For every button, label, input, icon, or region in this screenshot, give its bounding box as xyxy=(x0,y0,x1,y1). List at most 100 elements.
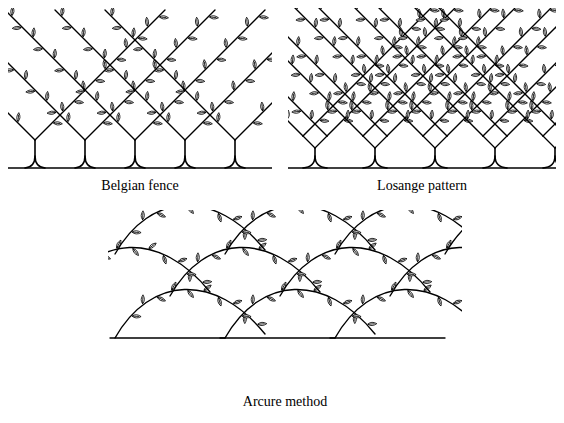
leaf xyxy=(291,73,300,77)
leaf xyxy=(437,213,443,223)
leaf xyxy=(352,315,361,319)
leaf xyxy=(404,82,408,91)
leaf xyxy=(146,79,155,83)
leaf xyxy=(482,101,491,105)
branch-line xyxy=(437,8,556,136)
leaf xyxy=(351,55,355,64)
leaf xyxy=(216,112,220,121)
leaf xyxy=(472,27,481,31)
leaf xyxy=(297,210,305,215)
leaf xyxy=(356,18,365,22)
leaf xyxy=(132,231,141,235)
leaf xyxy=(351,73,360,77)
leaf xyxy=(145,17,149,26)
leaf xyxy=(320,18,329,22)
leaf xyxy=(246,79,255,83)
leaf xyxy=(338,18,342,27)
branch-line xyxy=(423,136,435,148)
leaf xyxy=(550,9,556,13)
branch-line xyxy=(110,337,225,338)
leaf xyxy=(272,255,278,265)
leaf xyxy=(174,38,178,47)
leaf xyxy=(159,15,168,19)
losange-pattern-drawing xyxy=(288,8,556,168)
leaf xyxy=(405,46,409,55)
leaf xyxy=(465,46,469,55)
branch-line xyxy=(8,167,272,168)
leaf xyxy=(292,110,301,114)
leaf xyxy=(231,81,235,90)
leaf xyxy=(126,90,135,94)
leaf xyxy=(133,47,142,51)
leaf xyxy=(416,36,420,45)
leaf xyxy=(132,247,140,256)
leaf xyxy=(370,110,374,119)
branch-line xyxy=(35,10,165,140)
leaf xyxy=(381,82,390,86)
leaf xyxy=(537,9,541,18)
leaf xyxy=(362,101,371,105)
branch-line xyxy=(303,148,315,168)
leaf xyxy=(407,210,415,215)
leaf xyxy=(412,91,416,100)
leaf xyxy=(352,110,361,114)
leaf xyxy=(471,55,475,64)
leaf xyxy=(54,68,63,72)
branch-line xyxy=(185,10,272,140)
branch-line xyxy=(543,148,555,168)
leaf xyxy=(32,28,36,37)
leaf xyxy=(108,254,111,261)
leaf xyxy=(417,82,426,86)
leaf xyxy=(352,91,356,100)
leaf xyxy=(74,100,83,104)
branch-line xyxy=(235,156,245,168)
leaf xyxy=(472,110,481,114)
leaf xyxy=(388,110,397,114)
leaf xyxy=(501,46,505,55)
leaf xyxy=(338,101,347,105)
leaf xyxy=(327,213,333,223)
leaf xyxy=(422,64,426,73)
leaf xyxy=(392,36,396,45)
leaf xyxy=(556,27,557,31)
leaf xyxy=(501,82,510,86)
leaf xyxy=(309,73,313,82)
leaf xyxy=(374,18,378,27)
leaf xyxy=(138,37,147,41)
leaf xyxy=(357,82,366,86)
leaf xyxy=(518,101,527,105)
branch-line xyxy=(175,140,185,168)
leaf xyxy=(147,111,156,115)
leaf xyxy=(495,55,499,64)
leaf xyxy=(160,102,164,111)
leaf xyxy=(440,119,449,123)
leaf xyxy=(496,27,505,31)
leaf xyxy=(458,36,467,40)
leaf xyxy=(260,102,264,111)
leaf xyxy=(333,91,342,95)
leaf xyxy=(377,296,387,303)
leaf xyxy=(399,64,408,68)
leaf xyxy=(417,55,426,59)
leaf xyxy=(506,64,510,73)
leaf xyxy=(253,59,257,68)
branch-line xyxy=(293,8,423,136)
leaf xyxy=(258,322,267,326)
leaf xyxy=(452,36,456,45)
leaf xyxy=(66,112,70,121)
branch-line xyxy=(35,156,45,168)
branch-line xyxy=(85,10,215,140)
leaf xyxy=(320,119,329,123)
leaf xyxy=(153,49,157,58)
leaf xyxy=(357,55,366,59)
leaf xyxy=(103,121,112,125)
branch-line xyxy=(8,10,35,140)
leaf xyxy=(242,231,251,235)
leaf xyxy=(369,91,378,95)
leaf xyxy=(526,110,530,119)
branch-line xyxy=(8,10,85,140)
leaf xyxy=(259,15,268,19)
leaf xyxy=(292,91,296,100)
branch-line xyxy=(288,167,556,168)
